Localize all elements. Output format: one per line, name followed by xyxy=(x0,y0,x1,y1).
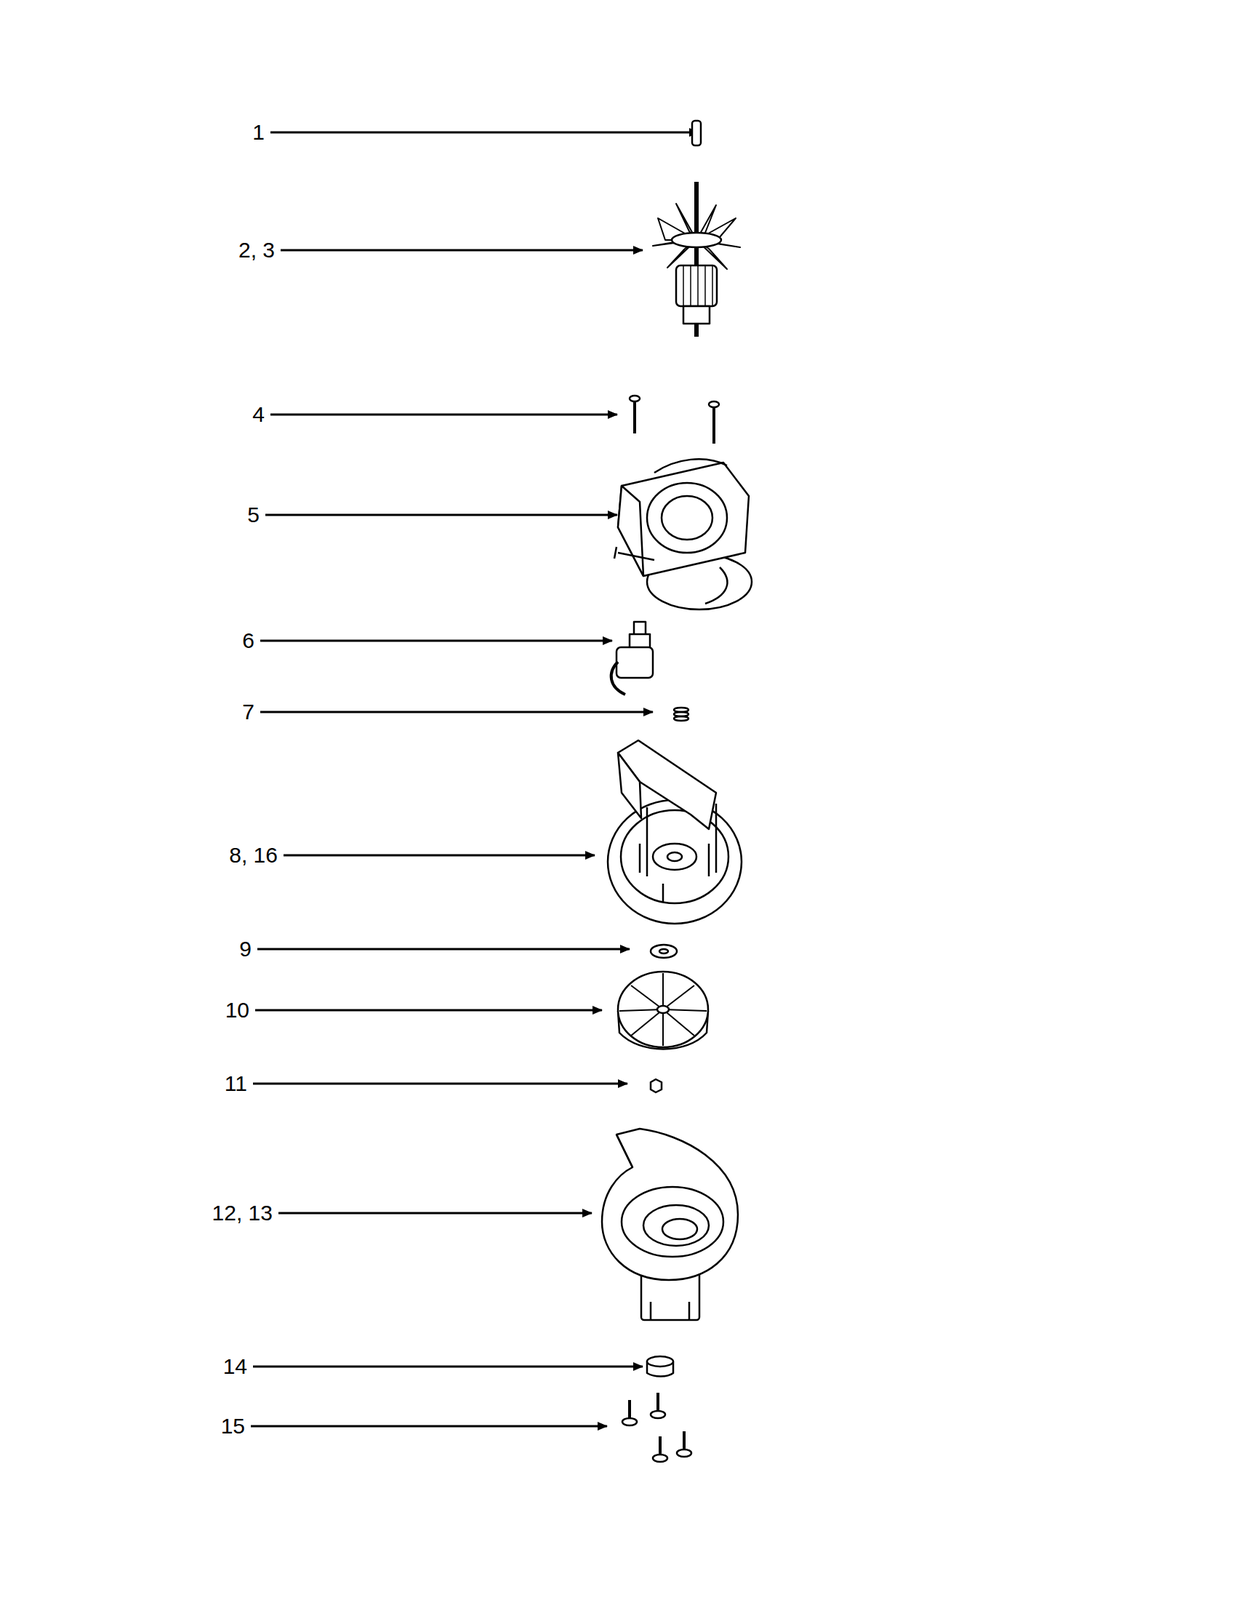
callout-number: 2, 3 xyxy=(238,237,275,263)
screws xyxy=(622,1392,692,1462)
callout-number: 4 xyxy=(252,402,265,427)
pin xyxy=(692,120,701,146)
callout-number: 8, 16 xyxy=(229,842,278,868)
callout-number: 1 xyxy=(252,119,265,145)
cap xyxy=(647,1355,674,1377)
impeller xyxy=(617,971,709,1050)
motor-housing xyxy=(607,740,742,924)
motor-field xyxy=(614,458,752,610)
callout-number: 9 xyxy=(239,936,252,962)
callout-number: 14 xyxy=(223,1353,248,1379)
callout-number: 5 xyxy=(247,502,260,528)
callout-number: 12, 13 xyxy=(212,1200,273,1226)
screws xyxy=(629,395,720,444)
fan-housing xyxy=(601,1128,738,1320)
callout-number: 6 xyxy=(242,628,255,653)
nut xyxy=(650,1078,662,1092)
spring xyxy=(673,707,689,721)
parts xyxy=(601,120,752,1462)
washer xyxy=(650,944,677,958)
armature xyxy=(652,181,741,337)
callout-number: 10 xyxy=(225,997,250,1023)
brush-holder xyxy=(611,621,653,695)
callout-number: 7 xyxy=(242,699,255,725)
callout-number: 11 xyxy=(224,1070,248,1096)
callout-number: 15 xyxy=(221,1413,246,1439)
